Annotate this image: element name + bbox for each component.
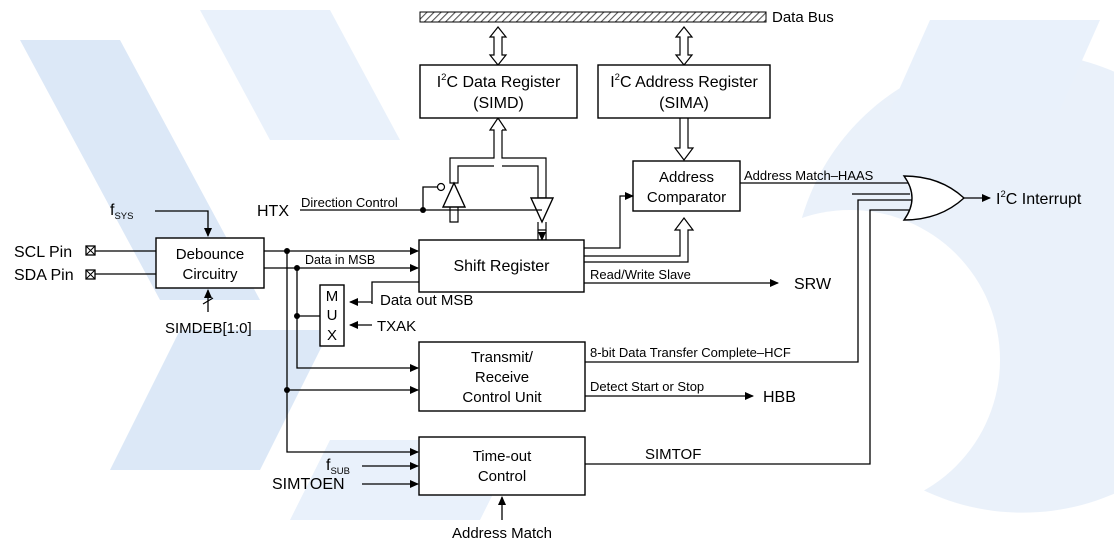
- address-register-subtitle: (SIMA): [659, 95, 709, 112]
- address-register-block: [597, 64, 771, 119]
- detect-start-stop-label: Detect Start or Stop: [590, 379, 704, 394]
- txak-label: TXAK: [377, 318, 416, 335]
- debounce-line2: Circuitry: [183, 266, 238, 283]
- bus-data-register-arrow: [488, 26, 508, 66]
- address-comparator-line1: Address: [659, 169, 714, 186]
- mux-letter-u: U: [327, 307, 338, 324]
- timeout-line1: Time-out: [473, 448, 532, 465]
- address-register-title: I2C Address Register: [610, 72, 758, 91]
- debounce-block: [155, 237, 265, 289]
- srw-label: SRW: [794, 276, 832, 293]
- simtof-to-or-wire: [585, 209, 910, 465]
- fsub-label: fSUB: [326, 457, 350, 477]
- mux-block: [319, 284, 345, 347]
- mux-letter-m: M: [326, 288, 339, 305]
- address-comparator-line2: Comparator: [647, 189, 726, 206]
- output-buffer: [441, 181, 467, 208]
- scl-pin-label: SCL Pin: [14, 244, 72, 261]
- shift-register-block: [418, 239, 585, 293]
- data-out-msb-wire: [371, 281, 419, 304]
- data-bus-label: Data Bus: [772, 9, 834, 26]
- simtof-label: SIMTOF: [645, 446, 701, 463]
- debounce-line1: Debounce: [176, 246, 244, 263]
- direction-junction: [420, 207, 426, 213]
- hbb-label: HBB: [763, 389, 796, 406]
- data-in-msb-label: Data in MSB: [305, 253, 375, 267]
- fsys-label: fSYS: [110, 202, 133, 222]
- fsys-wire: [155, 210, 212, 237]
- sda-internal-bus: [264, 267, 412, 369]
- simtoen-label: SIMTOEN: [272, 476, 345, 493]
- timeout-block: [418, 436, 586, 496]
- simdeb-label: SIMDEB[1:0]: [165, 320, 252, 337]
- data-bus: [419, 11, 767, 23]
- transmit-receive-line3: Control Unit: [462, 389, 542, 406]
- direction-control-label: Direction Control: [301, 195, 398, 210]
- address-match-label: Address Match: [452, 525, 552, 542]
- transmit-receive-block: [418, 341, 586, 412]
- i2c-interrupt-label: I2C Interrupt: [996, 189, 1082, 208]
- data-register-subtitle: (SIMD): [473, 95, 524, 112]
- transmit-receive-line1: Transmit/: [471, 349, 534, 366]
- data-register-title: I2C Data Register: [437, 72, 561, 91]
- shift-register-label: Shift Register: [453, 258, 550, 275]
- data-out-msb-label: Data out MSB: [380, 292, 473, 309]
- haas-label: Address Match–HAAS: [744, 168, 874, 183]
- bus-address-register-arrow: [674, 26, 694, 66]
- buffer-enable-bubble: [436, 182, 446, 192]
- timeout-line2: Control: [478, 468, 526, 485]
- hcf-label: 8-bit Data Transfer Complete–HCF: [590, 345, 791, 360]
- hcf-to-or-wire: [585, 199, 912, 363]
- read-write-slave-label: Read/Write Slave: [590, 267, 691, 282]
- address-register-to-comparator-arrow: [673, 118, 695, 161]
- data-register-block: [419, 64, 578, 119]
- transmit-receive-line2: Receive: [475, 369, 529, 386]
- buffers-to-shift-register: [449, 207, 547, 231]
- shift-register-up-arrow: [584, 217, 695, 263]
- mux-letter-x: X: [327, 327, 337, 344]
- sda-pin-label: SDA Pin: [14, 267, 74, 284]
- htx-label: HTX: [257, 203, 289, 220]
- shift-register-to-comparator: [584, 195, 633, 249]
- data-register-to-buffers-path: [449, 117, 547, 199]
- address-comparator-block: [632, 160, 741, 212]
